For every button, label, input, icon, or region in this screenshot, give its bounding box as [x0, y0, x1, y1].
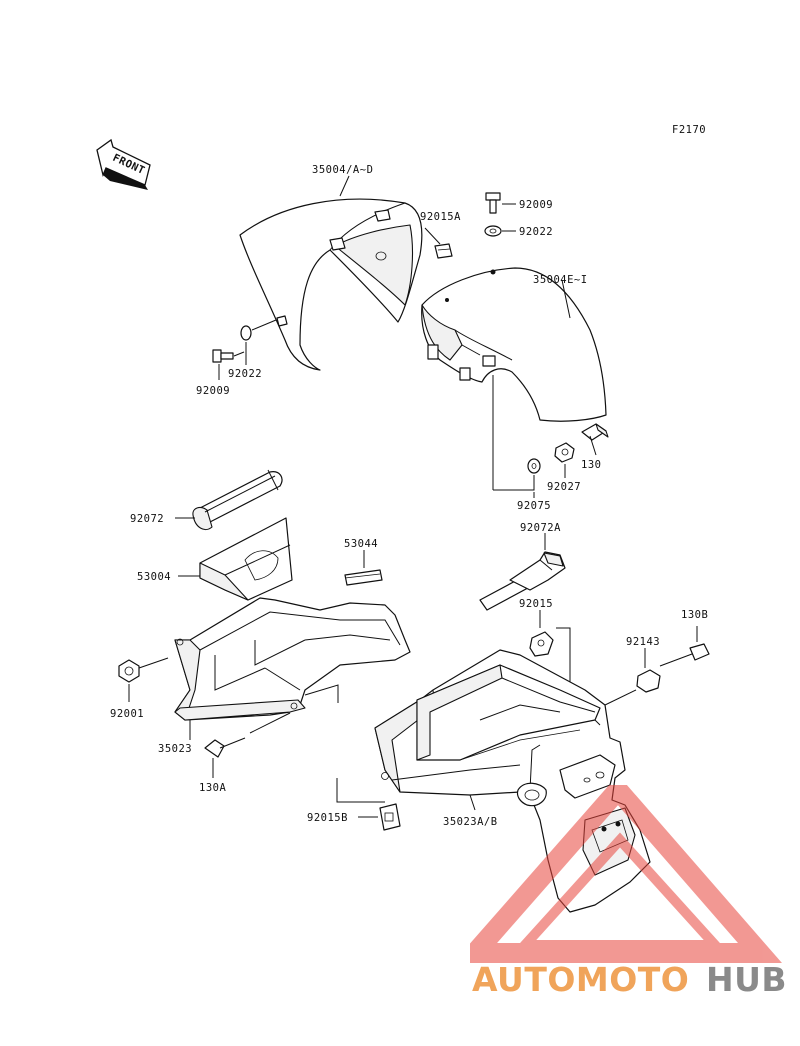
label-clip-92015b: 92015B — [307, 812, 348, 824]
label-bolt-92009-left: 92009 — [196, 385, 230, 397]
watermark-brand-part2: HUB — [706, 960, 787, 999]
label-bolt-130a: 130A — [199, 782, 226, 794]
front-direction-arrow: FRONT — [96, 138, 151, 190]
label-cover-53004: 53004 — [137, 571, 171, 583]
label-bolt-92001: 92001 — [110, 708, 144, 720]
washer-92075 — [527, 458, 541, 474]
front-fender-a — [239, 198, 423, 371]
label-clip-92015a: 92015A — [420, 211, 461, 223]
bolt-130 — [581, 423, 609, 456]
washer-92022-top — [484, 225, 502, 237]
front-fender-e — [421, 267, 607, 490]
bolt-92001 — [118, 659, 140, 683]
bolt-130a — [204, 737, 246, 758]
label-washer-92075: 92075 — [517, 500, 551, 512]
label-bolt-130: 130 — [581, 459, 601, 471]
watermark-triangle-logo: AUTOMOTO HUB — [452, 774, 787, 999]
band-92072 — [192, 469, 283, 531]
clip-92015a — [434, 243, 453, 259]
bolt-92009-top — [485, 192, 501, 214]
washer-92022-left — [240, 325, 252, 341]
label-rear-fender-35023: 35023 — [158, 743, 192, 755]
bolt-92009-left — [212, 349, 234, 363]
label-front-fender-a: 35004/A~D — [312, 164, 373, 176]
cover-53004 — [199, 517, 293, 601]
clip-92015b — [379, 803, 401, 831]
bolt-130b — [659, 643, 710, 667]
label-band-92072a: 92072A — [520, 522, 561, 534]
band-92072a — [479, 551, 566, 611]
nut-92027 — [554, 442, 575, 463]
collar-92143 — [636, 669, 661, 693]
label-band-92072: 92072 — [130, 513, 164, 525]
label-bolt-130b: 130B — [681, 609, 708, 621]
label-bolt-92009-top: 92009 — [519, 199, 553, 211]
watermark: AUTOMOTO HUB — [452, 774, 800, 1000]
figure-code: F2170 — [672, 124, 706, 136]
label-collar-92143: 92143 — [626, 636, 660, 648]
damper-53044 — [344, 569, 383, 586]
watermark-brand-part1: AUTOMOTO — [472, 960, 689, 999]
label-clip-92015: 92015 — [519, 598, 553, 610]
label-rear-fender-35023ab: 35023A/B — [443, 816, 498, 828]
rear-fender-35023 — [174, 597, 411, 721]
label-washer-92022-top: 92022 — [519, 226, 553, 238]
label-front-fender-e: 35004E~I — [533, 274, 588, 286]
label-nut-92027: 92027 — [547, 481, 581, 493]
clip-92015 — [529, 631, 554, 657]
label-washer-92022-left: 92022 — [228, 368, 262, 380]
label-damper-53044: 53044 — [344, 538, 378, 550]
